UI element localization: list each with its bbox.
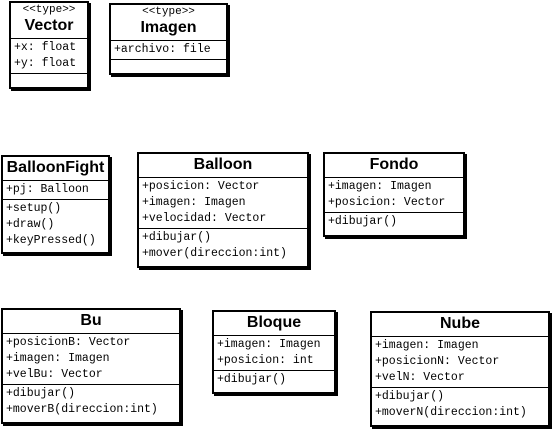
class-header: Bloque <box>214 312 334 336</box>
class-imagen[interactable]: <<type>> Imagen +archivo: file <box>109 3 228 75</box>
method: +setup() <box>6 202 62 215</box>
attribute: +pj: Balloon <box>6 183 89 196</box>
class-name: Balloon <box>193 156 253 173</box>
class-header: <<type>> Vector <box>11 3 87 39</box>
class-fondo[interactable]: Fondo +imagen: Imagen +posicion: Vector … <box>323 152 465 237</box>
class-header: Balloon <box>139 154 307 178</box>
attributes-compartment: +imagen: Imagen +posicion: int <box>214 336 334 371</box>
attribute: +posicion: Vector <box>328 196 446 209</box>
method: +moverN(direccion:int) <box>375 406 527 419</box>
stereotype-label: <<type>> <box>142 6 195 18</box>
attribute: +posicionB: Vector <box>6 336 131 349</box>
method: +dibujar() <box>217 373 287 386</box>
method: +keyPressed() <box>6 234 96 247</box>
attributes-compartment: +pj: Balloon <box>3 181 108 200</box>
attribute: +velN: Vector <box>375 371 465 384</box>
methods-compartment: +dibujar() +mover(direccion:int) <box>139 229 307 263</box>
attributes-compartment: +imagen: Imagen +posicionN: Vector +velN… <box>372 337 548 388</box>
method: +dibujar() <box>6 387 76 400</box>
methods-compartment <box>11 74 87 82</box>
attribute: +x: float <box>14 41 77 54</box>
class-name: Bu <box>80 312 102 329</box>
class-name: Fondo <box>369 156 419 173</box>
class-bu[interactable]: Bu +posicionB: Vector +imagen: Imagen +v… <box>1 308 181 424</box>
methods-compartment: +dibujar() +moverB(direccion:int) <box>3 385 179 419</box>
attribute: +imagen: Imagen <box>217 338 321 351</box>
attribute: +posicionN: Vector <box>375 355 500 368</box>
attribute: +posicion: int <box>217 354 314 367</box>
class-header: <<type>> Imagen <box>111 5 226 41</box>
class-name: Nube <box>440 315 480 332</box>
attribute: +imagen: Imagen <box>328 180 432 193</box>
attribute: +imagen: Imagen <box>6 352 110 365</box>
class-header: Bu <box>3 310 179 334</box>
class-name: Vector <box>24 17 74 34</box>
attribute: +velocidad: Vector <box>142 212 267 225</box>
attributes-compartment: +x: float +y: float <box>11 39 87 74</box>
method: +dibujar() <box>142 231 212 244</box>
class-balloon[interactable]: Balloon +posicion: Vector +imagen: Image… <box>137 152 309 268</box>
methods-compartment: +dibujar() <box>325 213 463 231</box>
attribute: +archivo: file <box>114 43 211 56</box>
class-vector[interactable]: <<type>> Vector +x: float +y: float <box>9 1 89 89</box>
attribute: +y: float <box>14 57 77 70</box>
class-bloque[interactable]: Bloque +imagen: Imagen +posicion: int +d… <box>212 310 336 394</box>
methods-compartment: +dibujar() <box>214 371 334 389</box>
class-name: Bloque <box>246 314 302 331</box>
class-header: Fondo <box>325 154 463 178</box>
stereotype-label: <<type>> <box>22 4 76 16</box>
attribute: +imagen: Imagen <box>375 339 479 352</box>
class-name: BalloonFight <box>6 159 105 176</box>
attributes-compartment: +imagen: Imagen +posicion: Vector <box>325 178 463 213</box>
methods-compartment: +setup() +draw() +keyPressed() <box>3 200 108 250</box>
class-header: BalloonFight <box>3 157 108 181</box>
attribute: +velBu: Vector <box>6 368 103 381</box>
method: +moverB(direccion:int) <box>6 403 158 416</box>
methods-compartment: +dibujar() +moverN(direccion:int) <box>372 388 548 422</box>
method: +draw() <box>6 218 55 231</box>
attributes-compartment: +posicion: Vector +imagen: Imagen +veloc… <box>139 178 307 229</box>
class-header: Nube <box>372 313 548 337</box>
method: +dibujar() <box>375 390 445 403</box>
attributes-compartment: +posicionB: Vector +imagen: Imagen +velB… <box>3 334 179 385</box>
methods-compartment <box>111 60 226 68</box>
attribute: +imagen: Imagen <box>142 196 246 209</box>
class-name: Imagen <box>140 19 197 36</box>
class-balloonfight[interactable]: BalloonFight +pj: Balloon +setup() +draw… <box>1 155 110 254</box>
method: +dibujar() <box>328 215 398 228</box>
class-nube[interactable]: Nube +imagen: Imagen +posicionN: Vector … <box>370 311 550 427</box>
attributes-compartment: +archivo: file <box>111 41 226 60</box>
attribute: +posicion: Vector <box>142 180 260 193</box>
method: +mover(direccion:int) <box>142 247 287 260</box>
